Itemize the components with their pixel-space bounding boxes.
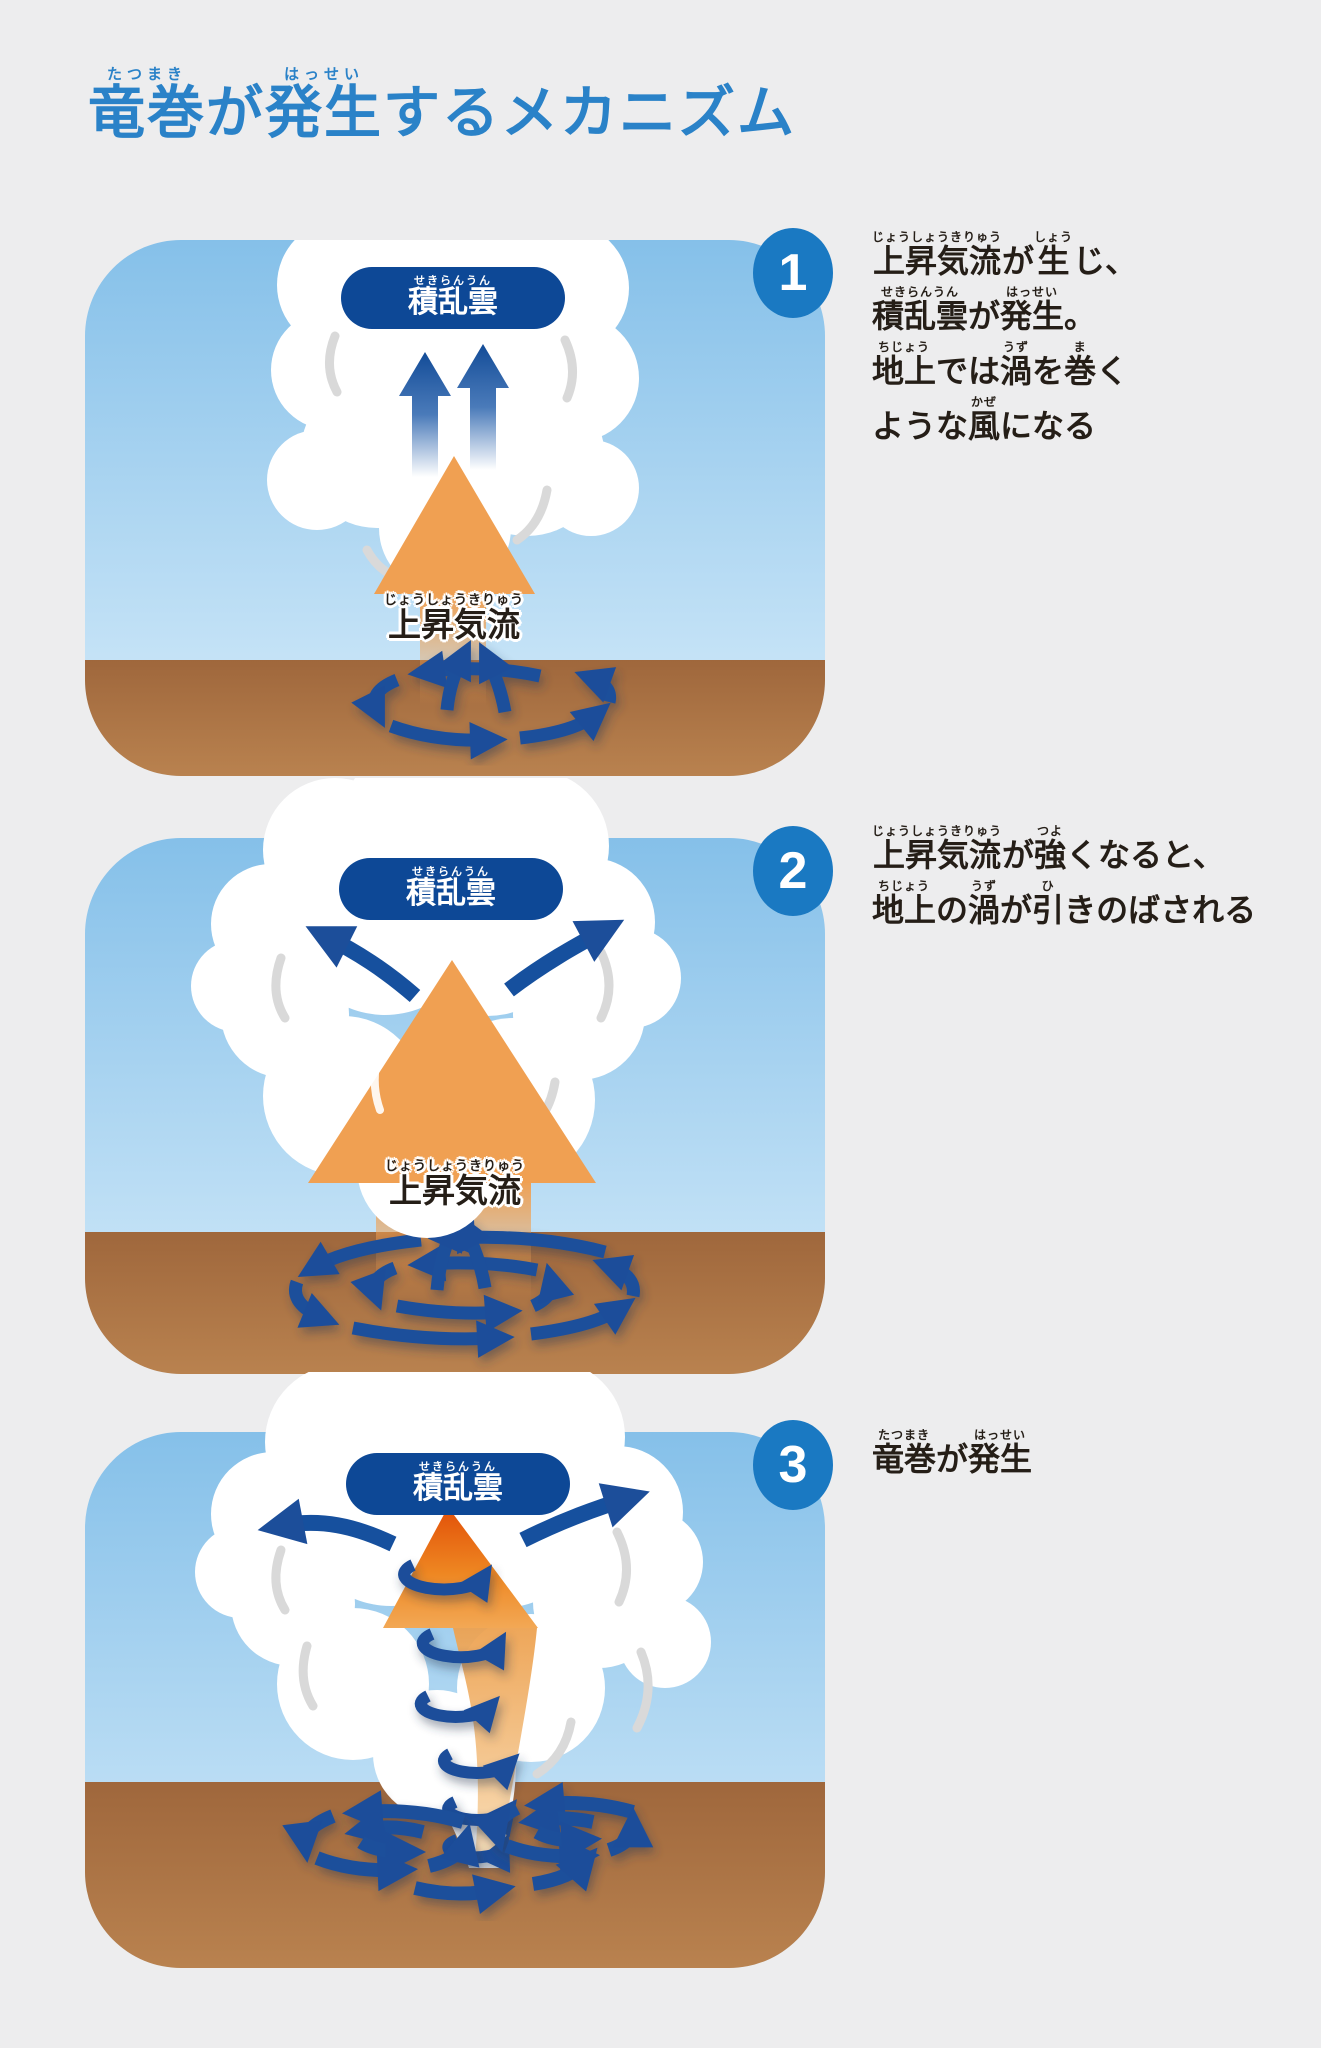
scene-step-2 — [85, 778, 825, 1374]
ground-swirl-arrows-2 — [289, 1211, 640, 1358]
updraft-label-1: 上昇気流じょうしょうきりゅう — [383, 592, 524, 643]
updraft-label-2: 上昇気流じょうしょうきりゅう — [384, 1158, 525, 1209]
cloud-label-1: 積乱雲せきらんうん — [341, 267, 565, 329]
step-badge-1: 1 — [753, 228, 833, 318]
ground-swirl-arrows-3 — [282, 1782, 654, 1915]
page-title-text: 竜巻たつまきが発生はっせいするメカニズム — [88, 66, 796, 145]
tornado-funnel — [453, 1628, 537, 1864]
scene-step-3 — [85, 1372, 825, 1968]
cloud-label-2: 積乱雲せきらんうん — [339, 858, 563, 920]
step-caption-2: 上昇気流じょうしょうきりゅうが強つよくなると、 地上ちじょうの渦うずが引ひきのば… — [872, 824, 1257, 928]
updraft-triangle-2 — [308, 960, 596, 1183]
panel-step-3: 3 積乱雲せきらんうん — [85, 1372, 833, 1968]
step-badge-3: 3 — [753, 1420, 833, 1510]
step-caption-3: 竜巻たつまきが発生はっせい — [872, 1428, 1033, 1477]
panel-step-1: 1 積乱雲せきらんうん 上昇気流じょうしょうきりゅう — [85, 228, 833, 776]
panel-step-2: 2 積乱雲せきらんうん 上昇気流じょうしょうきりゅう — [85, 778, 833, 1374]
page-title: 竜巻たつまきが発生はっせいするメカニズム — [88, 66, 796, 149]
step-number-3: 3 — [778, 1436, 808, 1494]
outflow-arrows-3 — [257, 1483, 650, 1552]
outflow-arrows-2 — [305, 919, 625, 1003]
updraft-triangle-1 — [374, 456, 535, 594]
step-number-1: 1 — [778, 244, 808, 302]
ground-swirl-arrows-1 — [351, 640, 617, 760]
step-number-2: 2 — [778, 842, 808, 900]
triangle-highlight-arc — [370, 1048, 384, 1114]
updraft-arrows-1 — [399, 344, 509, 477]
step-badge-2: 2 — [753, 826, 833, 916]
cloud-label-3: 積乱雲せきらんうん — [346, 1453, 570, 1515]
step-caption-1: 上昇気流じょうしょうきりゅうが生しょうじ、 積乱雲せきらんうんが発生はっせい。 … — [872, 230, 1138, 444]
